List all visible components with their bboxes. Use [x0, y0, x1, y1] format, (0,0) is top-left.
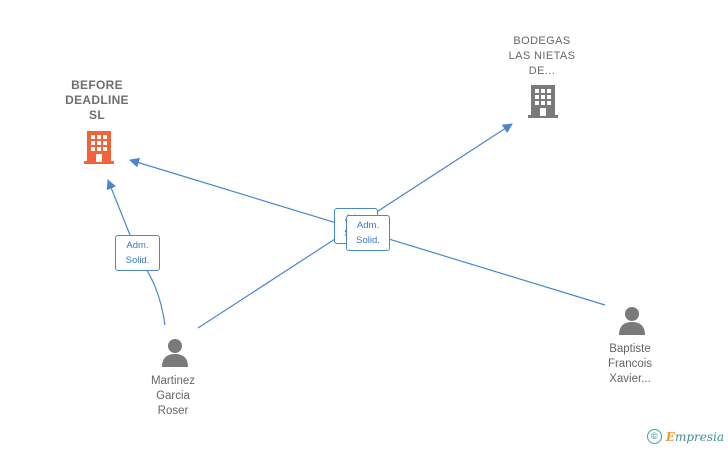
company-name-before-deadline[interactable]: BEFORE DEADLINE SL [52, 78, 142, 123]
edge-label-martinez-before-deadline[interactable]: Adm. Solid. [115, 235, 160, 271]
edge-label-line: Adm. [356, 220, 380, 231]
person-name-line: Roser [157, 405, 189, 417]
person-name-line: Garcia [156, 390, 190, 402]
building-icon[interactable] [528, 84, 558, 118]
company-name-line: DE... [528, 65, 556, 77]
edge-label-center-front[interactable]: Adm. Solid. [346, 215, 390, 251]
company-name-line: DEADLINE [65, 93, 129, 107]
brand-logo[interactable]: Empresia [666, 430, 724, 444]
person-name-line: Baptiste [609, 343, 651, 355]
person-name-martinez[interactable]: Martinez Garcia Roser [128, 374, 218, 419]
person-icon[interactable] [160, 338, 190, 368]
brand-logo-text: mpresia [674, 429, 724, 444]
building-icon[interactable] [84, 130, 114, 164]
brand-logo-initial: E [665, 429, 675, 444]
company-name-line: BEFORE [71, 78, 123, 92]
person-name-baptiste[interactable]: Baptiste Francois Xavier... [585, 342, 675, 387]
copyright-icon: © [646, 429, 662, 444]
edge-label-line: Solid. [356, 235, 380, 246]
edge-label-line: Solid. [125, 255, 150, 266]
person-icon[interactable] [617, 306, 647, 336]
person-name-line: Xavier... [609, 373, 651, 385]
edge-label-line: Adm. [126, 240, 149, 251]
person-name-line: Francois [607, 358, 653, 370]
company-name-line: LAS NIETAS [508, 50, 576, 62]
person-name-line: Martinez [150, 375, 196, 387]
company-name-line: SL [89, 108, 105, 122]
company-name-line: BODEGAS [513, 35, 571, 47]
company-name-bodegas[interactable]: BODEGAS LAS NIETAS DE... [497, 34, 587, 79]
footer-brand: © Empresia [646, 429, 724, 444]
